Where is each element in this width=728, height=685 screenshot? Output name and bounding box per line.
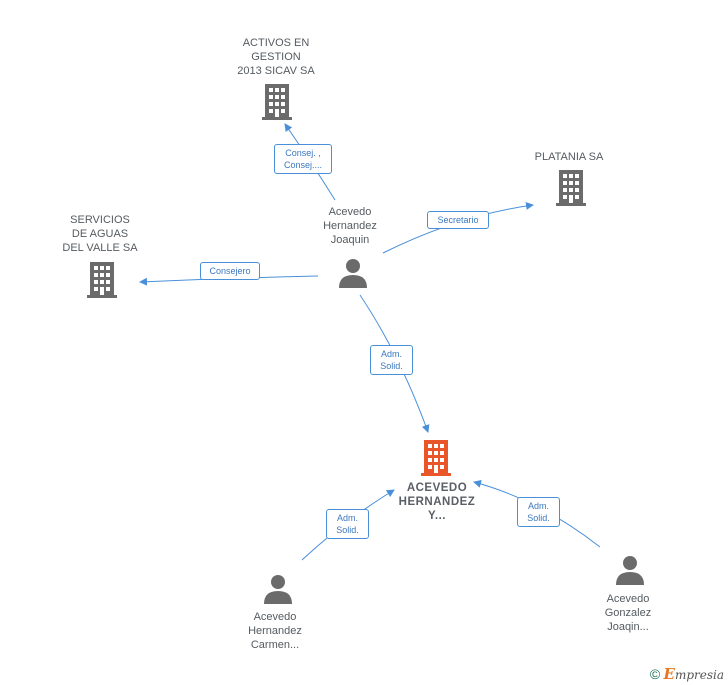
edge-label-consej[interactable]: Consej. , Consej.... [274, 144, 332, 174]
edge-label-consejero[interactable]: Consejero [200, 262, 260, 280]
copyright-icon: © [649, 666, 661, 682]
edge-label-secretario[interactable]: Secretario [427, 211, 489, 229]
person-joaquin-label[interactable]: Acevedo Hernandez Joaquin [323, 206, 377, 246]
company-platania-label[interactable]: PLATANIA SA [534, 151, 604, 163]
company-activos-label[interactable]: ACTIVOS EN GESTION 2013 SICAV SA [237, 37, 315, 77]
building-icon[interactable] [262, 84, 292, 120]
building-icon[interactable] [556, 170, 586, 206]
person-gonzalez-label[interactable]: Acevedo Gonzalez Joaqin... [604, 593, 652, 633]
building-icon[interactable] [421, 440, 451, 476]
company-servicios-label[interactable]: SERVICIOS DE AGUAS DEL VALLE SA [62, 214, 138, 254]
building-icon[interactable] [87, 262, 117, 298]
person-carmen-label[interactable]: Acevedo Hernandez Carmen... [248, 611, 302, 651]
brand-logo: Empresia [663, 665, 725, 683]
person-icon[interactable] [263, 574, 293, 604]
person-icon[interactable] [615, 555, 645, 585]
edge-label-adm-solid-joaquin[interactable]: Adm. Solid. [370, 345, 413, 375]
main-company-label[interactable]: ACEVEDO HERNANDEZ Y... [398, 482, 476, 522]
person-icon[interactable] [338, 258, 368, 288]
edge-label-adm-solid-carmen[interactable]: Adm. Solid. [326, 509, 369, 539]
footer-brand: © Empresia [650, 665, 724, 683]
edge-label-adm-solid-gonzalez[interactable]: Adm. Solid. [517, 497, 560, 527]
